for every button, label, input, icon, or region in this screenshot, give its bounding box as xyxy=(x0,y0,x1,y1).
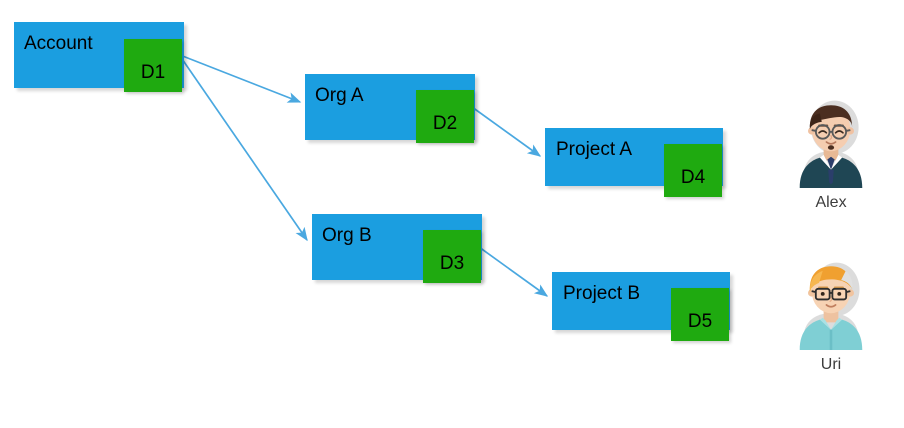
dataset-d2-label: D2 xyxy=(432,113,458,134)
dataset-d4[interactable]: D4 xyxy=(664,144,722,197)
dataset-d1-label: D1 xyxy=(140,62,166,83)
account-label: Account xyxy=(24,33,93,54)
person-uri-name: Uri xyxy=(820,356,842,373)
dataset-d3[interactable]: D3 xyxy=(423,230,481,283)
dataset-d4-label: D4 xyxy=(680,167,706,188)
dataset-d5-label: D5 xyxy=(687,311,713,332)
person-uri[interactable]: Uri xyxy=(771,258,891,374)
man-with-glasses-avatar xyxy=(799,100,863,188)
node-org-b[interactable]: Org B D3 xyxy=(312,214,496,292)
person-alex-name: Alex xyxy=(815,194,847,211)
edge-account-to-org-a xyxy=(179,54,302,103)
dataset-d2[interactable]: D2 xyxy=(416,90,474,143)
person-alex[interactable]: Alex xyxy=(771,96,891,212)
org-b-label: Org B xyxy=(322,225,372,246)
node-org-a[interactable]: Org A D2 xyxy=(305,74,489,152)
dataset-d3-label: D3 xyxy=(439,253,465,274)
man-with-glasses-blond-avatar xyxy=(799,262,863,350)
dataset-d1[interactable]: D1 xyxy=(124,39,182,92)
node-project-a[interactable]: Project A D4 xyxy=(545,128,735,200)
project-b-label: Project B xyxy=(563,283,641,304)
dataset-d5[interactable]: D5 xyxy=(671,288,729,341)
org-a-label: Org A xyxy=(315,85,364,106)
node-project-b[interactable]: Project B D5 xyxy=(552,272,742,344)
node-account[interactable]: Account D1 xyxy=(14,22,198,100)
edge-account-to-org-b xyxy=(179,55,308,242)
project-a-label: Project A xyxy=(556,139,633,160)
